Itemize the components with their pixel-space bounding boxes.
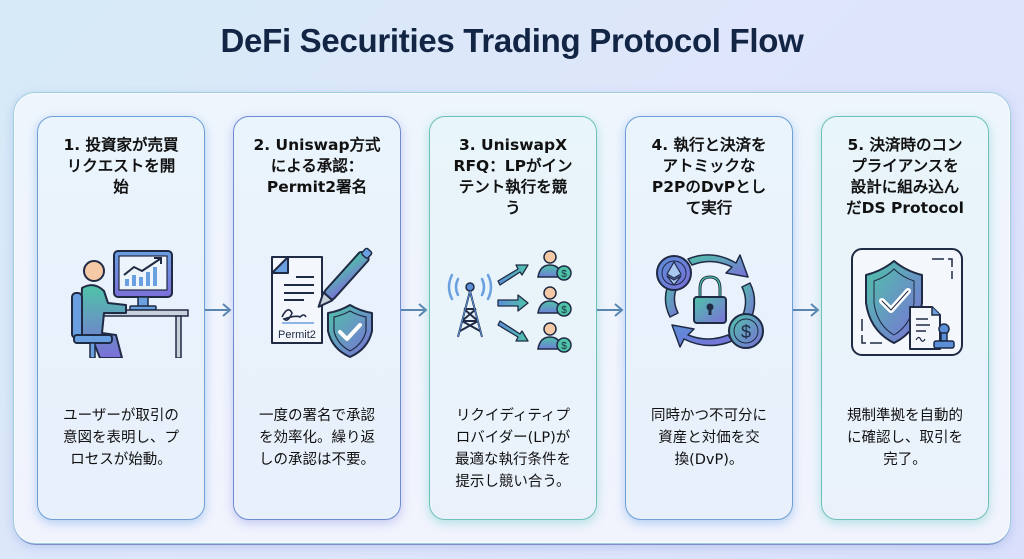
step-title: 5. 決済時のコン プライアンスを 設計に組み込ん だDS Protocol bbox=[846, 136, 964, 217]
step-description: 規制準拠を自動的 に確認し、取引を 完了。 bbox=[847, 408, 963, 468]
step-description: 一度の署名で承認 を効率化。繰り返 しの承認は不要。 bbox=[259, 408, 375, 468]
investor-at-computer-icon bbox=[52, 243, 192, 358]
svg-text:$: $ bbox=[561, 341, 567, 352]
svg-text:$: $ bbox=[561, 305, 567, 316]
step-card-1: 1. 投資家が売買 リクエストを開 始 bbox=[37, 116, 205, 520]
step-description: 同時かつ不可分に 資産と対価を交 換(DvP)。 bbox=[651, 408, 767, 468]
step-title: 2. Uniswap方式 による承認： Permit2署名 bbox=[253, 136, 381, 196]
signed-document-shield-icon: Permit2 bbox=[248, 243, 388, 358]
svg-text:$: $ bbox=[561, 269, 567, 280]
arrow-right-icon bbox=[401, 302, 429, 318]
page-title: DeFi Securities Trading Protocol Flow bbox=[220, 22, 804, 59]
step-card-3: 3. UniswapX RFQ：LPがイン テント執行を競 う $ bbox=[429, 116, 597, 520]
step-description: ユーザーが取引の 意図を表明し、プ ロセスが始動。 bbox=[63, 408, 179, 468]
permit2-label: Permit2 bbox=[278, 329, 316, 341]
step-title: 4. 執行と決済を アトミックな P2PのDvPとし て実行 bbox=[651, 136, 767, 217]
arrow-right-icon bbox=[597, 302, 625, 318]
compliance-shield-stamp-icon bbox=[836, 243, 976, 358]
step-title: 1. 投資家が売買 リクエストを開 始 bbox=[63, 136, 179, 196]
svg-text:$: $ bbox=[741, 322, 751, 342]
step-card-2: 2. Uniswap方式 による承認： Permit2署名 Permit2 bbox=[233, 116, 401, 520]
step-card-4: 4. 執行と決済を アトミックな P2PのDvPとし て実行 bbox=[625, 116, 793, 520]
step-card-5: 5. 決済時のコン プライアンスを 設計に組み込ん だDS Protocol 規 bbox=[821, 116, 989, 520]
broadcast-to-liquidity-providers-icon: $ $ $ bbox=[444, 243, 584, 358]
step-title: 3. UniswapX RFQ：LPがイン テント執行を競 う bbox=[453, 136, 573, 217]
atomic-swap-lock-icon: $ bbox=[640, 243, 780, 358]
arrow-right-icon bbox=[793, 302, 821, 318]
step-description: リクイディティプ ロバイダー(LP)が 最適な執行条件を 提示し競い合う。 bbox=[455, 408, 571, 490]
arrow-right-icon bbox=[205, 302, 233, 318]
